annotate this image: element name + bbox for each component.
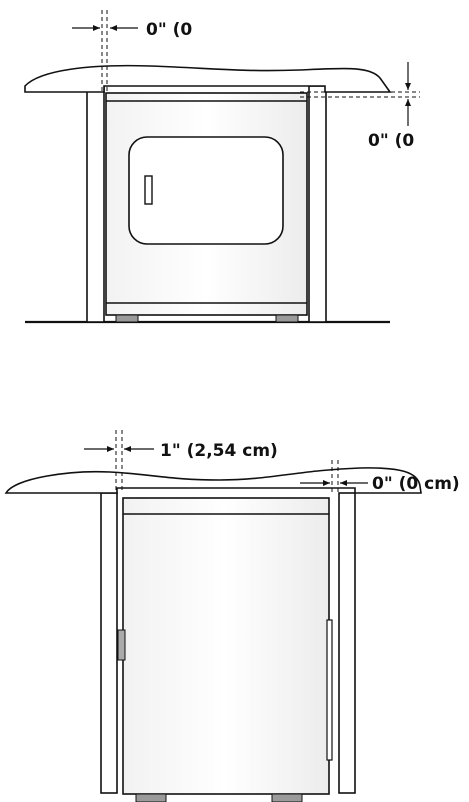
door-handle (144, 175, 153, 205)
back-cabinet-panel (100, 492, 118, 794)
dryer-door (128, 136, 284, 245)
rear-clearance-label: 1" (2,54 cm) (160, 441, 278, 461)
right-cabinet-panel (308, 85, 327, 323)
side-front-foot (271, 793, 303, 802)
front-cabinet-panel (338, 492, 356, 794)
side-countertop (4, 467, 422, 494)
side-clearance-label: 0" (0 (146, 20, 192, 40)
front-view-diagram (24, 10, 420, 324)
right-foot (275, 314, 299, 323)
side-view-diagram (4, 430, 422, 802)
left-cabinet-panel (86, 85, 105, 323)
side-dryer-body (122, 497, 330, 795)
door-edge (326, 619, 333, 761)
left-foot (115, 314, 139, 323)
front-clearance-label: 0" (0 cm) (372, 474, 460, 494)
side-rear-foot (135, 793, 167, 802)
countertop (24, 64, 392, 93)
top-clearance-label: 0" (0 (368, 131, 414, 151)
rear-vent (117, 629, 126, 661)
